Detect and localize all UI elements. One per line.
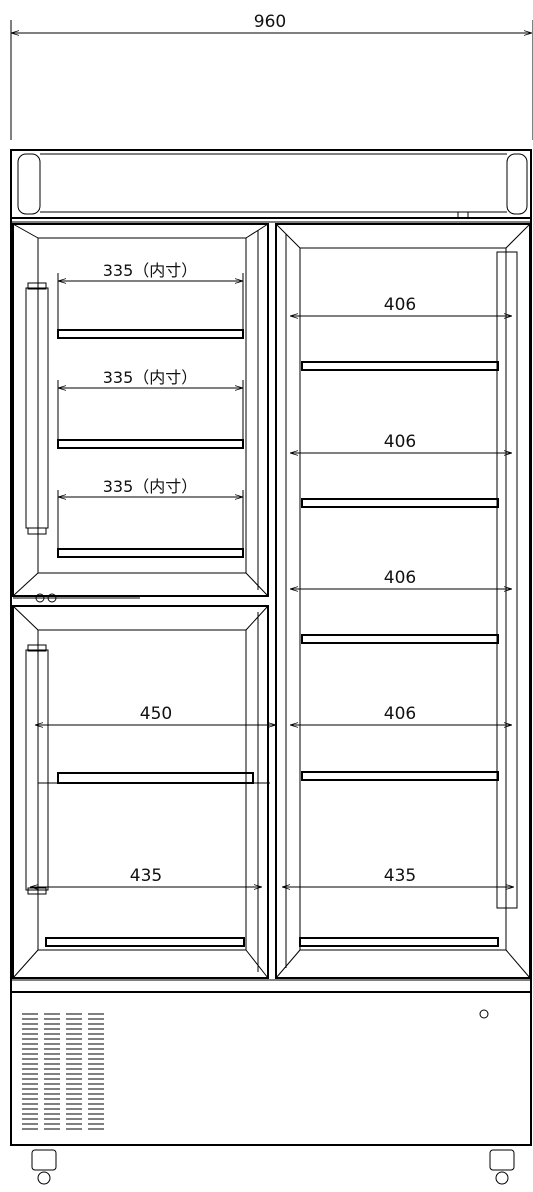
base-compartment [10, 979, 532, 1185]
top-canopy [10, 149, 532, 219]
overall-width-dimension: 960 [10, 12, 533, 140]
bottom-left-label: 435 [130, 866, 162, 886]
vent-grille [22, 1013, 104, 1130]
right-door [275, 223, 531, 979]
overall-width-label: 960 [254, 12, 286, 32]
upper-left-shelf-label-3: 335（内寸） [103, 477, 198, 496]
right-shelf-label-1: 406 [384, 295, 416, 315]
bottom-right-label: 435 [384, 866, 416, 886]
upper-left-shelf-label-2: 335（内寸） [103, 368, 198, 387]
upper-left-shelves [57, 273, 244, 558]
cabinet-body [10, 218, 532, 1145]
right-shelf-label-3: 406 [384, 568, 416, 588]
right-shelf-label-4: 406 [384, 704, 416, 724]
upper-left-shelf-label-1: 335（内寸） [103, 261, 198, 280]
lower-left-width-label: 450 [140, 704, 172, 724]
lower-left-door [12, 605, 276, 979]
right-shelf-label-2: 406 [384, 432, 416, 452]
upper-left-door [12, 223, 269, 603]
